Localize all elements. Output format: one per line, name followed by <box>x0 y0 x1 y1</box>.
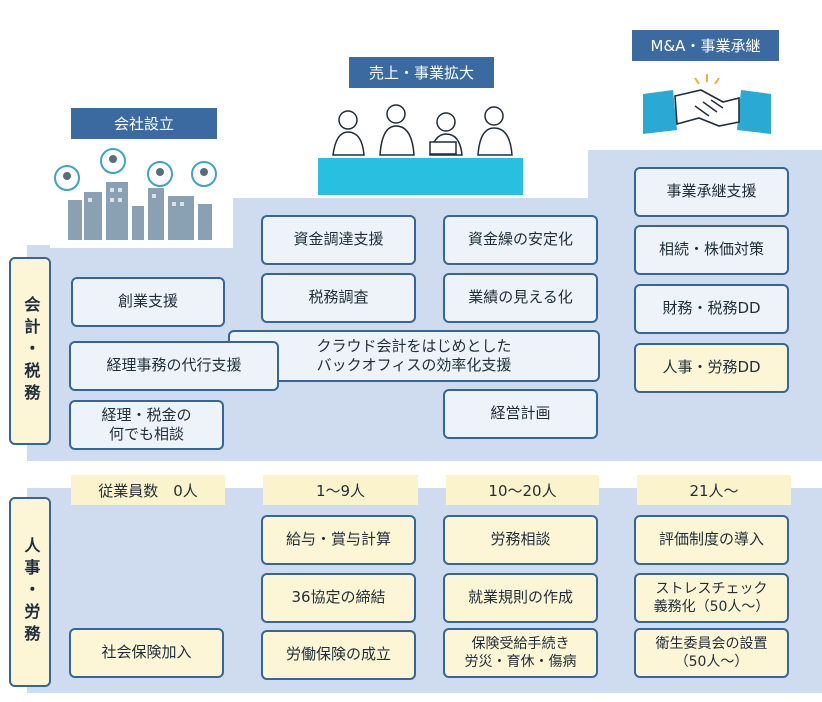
section-label-accounting-tax: 会計・税務 <box>9 257 51 445</box>
service-labor-insurance[interactable]: 労働保険の成立 <box>261 630 416 680</box>
service-health-committee[interactable]: 衛生委員会の設置 （50人～） <box>634 628 789 678</box>
service-general-consultation[interactable]: 経理・税金の 何でも相談 <box>69 400 224 450</box>
employee-header-medium: 10～20人 <box>446 475 599 505</box>
service-stress-check[interactable]: ストレスチェック 義務化（50人～） <box>634 573 789 623</box>
service-inheritance-stock[interactable]: 相続・株価対策 <box>634 225 789 275</box>
service-funding-support[interactable]: 資金調達支援 <box>261 215 416 265</box>
service-labor-consultation[interactable]: 労務相談 <box>443 515 598 565</box>
service-performance-visibility[interactable]: 業績の見える化 <box>443 273 598 323</box>
employee-header-small: 1～9人 <box>263 475 418 505</box>
service-financial-tax-dd[interactable]: 財務・税務DD <box>634 284 789 334</box>
service-social-insurance[interactable]: 社会保険加入 <box>69 628 224 678</box>
service-bookkeeping-agency[interactable]: 経理事務の代行支援 <box>69 341 279 391</box>
service-insurance-benefits[interactable]: 保険受給手続き 労災・育休・傷病 <box>443 628 598 678</box>
business-meeting-icon <box>318 100 523 195</box>
service-tax-survey[interactable]: 税務調査 <box>261 273 416 323</box>
handshake-icon <box>643 72 771 138</box>
stage-label-ma: M&A・事業承継 <box>632 30 779 61</box>
service-agreement-36[interactable]: 36協定の締結 <box>261 573 416 623</box>
service-hr-labor-dd[interactable]: 人事・労務DD <box>634 343 789 393</box>
service-cashflow-stability[interactable]: 資金繰の安定化 <box>443 215 598 265</box>
service-succession-support[interactable]: 事業承継支援 <box>634 167 789 217</box>
section-label-accounting-tax-text: 会計・税務 <box>21 296 41 406</box>
service-evaluation-system[interactable]: 評価制度の導入 <box>634 515 789 565</box>
service-cloud-backoffice[interactable]: クラウド会計をはじめとした バックオフィスの効率化支援 <box>228 330 600 382</box>
section-label-hr-labor-text: 人事・労務 <box>21 537 41 647</box>
stage-label-growth: 売上・事業拡大 <box>349 57 494 88</box>
employee-header-zero: 従業員数 0人 <box>71 475 225 505</box>
service-startup-support[interactable]: 創業支援 <box>71 277 225 327</box>
section-label-hr-labor: 人事・労務 <box>9 497 51 687</box>
city-buildings-icon <box>50 148 233 248</box>
service-work-rules[interactable]: 就業規則の作成 <box>443 573 598 623</box>
employee-header-large: 21人～ <box>637 475 791 505</box>
service-payroll-bonus[interactable]: 給与・賞与計算 <box>261 515 416 565</box>
stage-label-setup: 会社設立 <box>71 108 217 139</box>
service-business-planning[interactable]: 経営計画 <box>443 389 598 439</box>
